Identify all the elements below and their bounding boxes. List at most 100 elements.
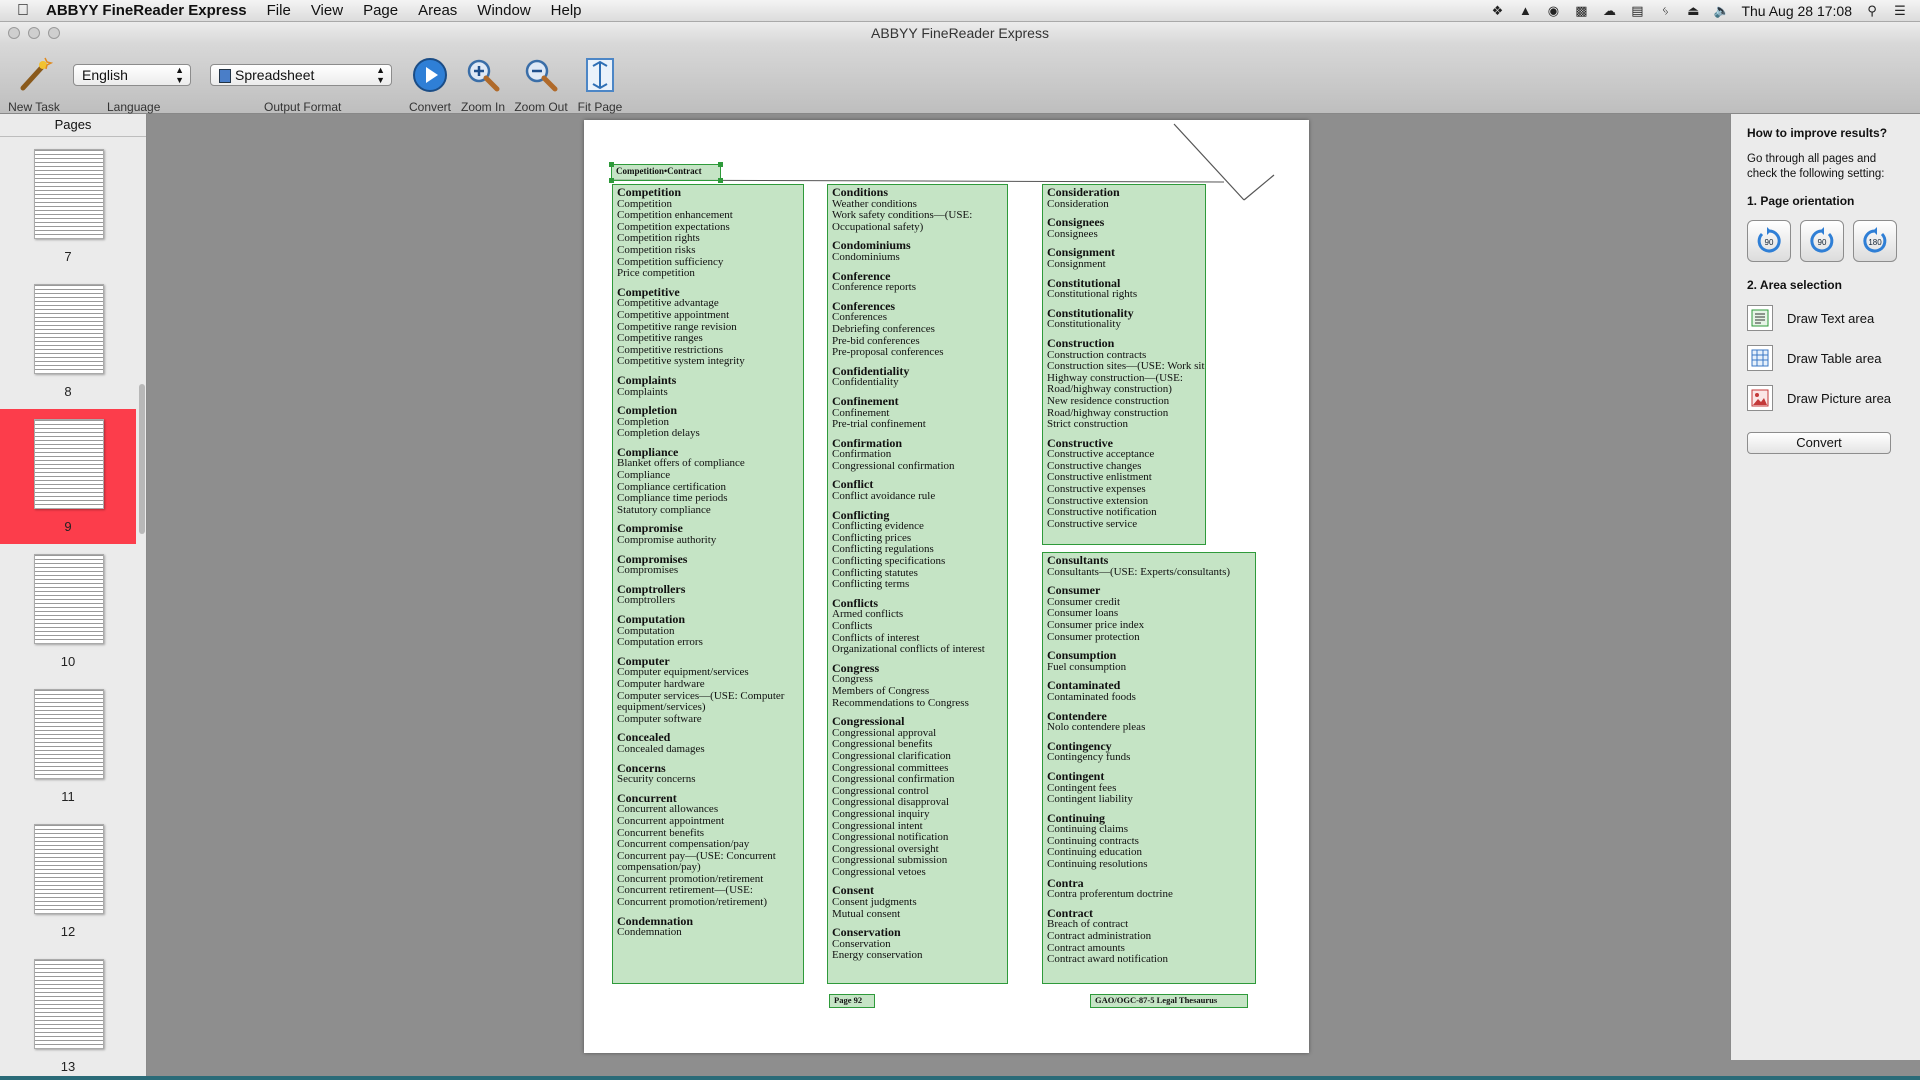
entry-item: Constructive extension bbox=[1047, 494, 1149, 507]
menu-page[interactable]: Page bbox=[363, 2, 399, 19]
entry-heading: Construction bbox=[1047, 335, 1115, 350]
zone-resize-handle[interactable] bbox=[609, 178, 614, 183]
entry-heading: Contract bbox=[1047, 905, 1093, 920]
cloud-icon[interactable]: ☁ bbox=[1602, 3, 1616, 18]
page-number: 9 bbox=[64, 519, 72, 534]
entry-item: Concurrent allowances bbox=[617, 803, 719, 816]
zone-resize-handle[interactable] bbox=[718, 178, 723, 183]
menu-areas[interactable]: Areas bbox=[418, 2, 458, 19]
draw-table-area-button[interactable]: Draw Table area bbox=[1747, 344, 1904, 372]
header-text-zone[interactable]: Competition•Contract bbox=[611, 164, 721, 181]
entry-heading: Competition bbox=[617, 185, 681, 199]
terminal-icon[interactable]: ▩ bbox=[1575, 3, 1588, 18]
new-task-button[interactable]: New Task bbox=[8, 48, 60, 114]
menu-window[interactable]: Window bbox=[477, 2, 531, 19]
eject-icon[interactable]: ⏏ bbox=[1687, 3, 1700, 18]
page-thumbnail[interactable]: 8 bbox=[0, 274, 136, 409]
table-area-icon bbox=[1747, 345, 1773, 371]
page-thumbnail-image bbox=[34, 689, 104, 779]
page-thumbnail[interactable]: 10 bbox=[0, 544, 136, 679]
minimize-window-button[interactable] bbox=[28, 27, 40, 39]
entry-item: Debriefing conferences bbox=[832, 322, 935, 335]
convert-button[interactable]: Convert bbox=[405, 48, 455, 114]
language-select[interactable]: English ▲▼ bbox=[73, 64, 191, 86]
entry-item: Competitive appointment bbox=[617, 308, 730, 321]
entry-heading: Conferences bbox=[832, 298, 896, 313]
spotlight-search-icon[interactable]: ⚲ bbox=[1867, 3, 1877, 18]
drive-status-icon[interactable]: ▤ bbox=[1631, 3, 1644, 18]
zone-resize-handle[interactable] bbox=[718, 162, 723, 167]
close-window-button[interactable] bbox=[8, 27, 20, 39]
clock[interactable]: Thu Aug 28 17:08 bbox=[1741, 3, 1852, 19]
rotate-left-90-button[interactable]: 90 bbox=[1747, 220, 1791, 262]
page-thumbnail[interactable]: 9 bbox=[0, 409, 136, 544]
entry-heading: Compromises bbox=[617, 551, 688, 566]
fit-page-button[interactable]: Fit Page bbox=[575, 48, 625, 114]
page-thumbnail[interactable]: 7 bbox=[0, 139, 136, 274]
entry-item: Competition enhancement bbox=[617, 209, 733, 222]
zoom-window-button[interactable] bbox=[48, 27, 60, 39]
pages-scrollbar[interactable] bbox=[139, 384, 145, 534]
bluetooth-icon[interactable]: ᛃ bbox=[1661, 3, 1670, 18]
rotate-right-90-button[interactable]: 90 bbox=[1800, 220, 1844, 262]
entry-item: Condominiums bbox=[832, 250, 900, 263]
volume-icon[interactable]: 🔈 bbox=[1713, 3, 1730, 18]
entry-heading: Complaints bbox=[617, 372, 677, 387]
dropbox-icon[interactable]: ❖ bbox=[1491, 3, 1504, 18]
rotate-180-button[interactable]: 180 bbox=[1853, 220, 1897, 262]
entry-item: Statutory compliance bbox=[617, 503, 711, 516]
svg-text:180: 180 bbox=[1868, 238, 1882, 247]
output-format-select[interactable]: Spreadsheet ▲▼ bbox=[210, 64, 392, 86]
notification-bell-icon[interactable]: ◉ bbox=[1547, 3, 1560, 18]
entry-item: Congressional oversight bbox=[832, 842, 939, 855]
entry-item: Organizational conflicts of interest bbox=[832, 643, 985, 656]
picture-area-icon bbox=[1747, 385, 1773, 411]
entry-item: Continuing resolutions bbox=[1047, 858, 1148, 871]
entry-heading: Consignment bbox=[1047, 245, 1116, 260]
entry-item: Conflicting specifications bbox=[832, 555, 946, 568]
draw-picture-area-button[interactable]: Draw Picture area bbox=[1747, 384, 1904, 412]
menu-view[interactable]: View bbox=[310, 2, 344, 19]
entry-item: Pre-bid conferences bbox=[832, 334, 920, 347]
notification-list-icon[interactable]: ☰ bbox=[1894, 3, 1906, 18]
entry-item: Computer hardware bbox=[617, 677, 705, 690]
draw-text-area-button[interactable]: Draw Text area bbox=[1747, 304, 1904, 332]
app-menu[interactable]: ABBYY FineReader Express bbox=[46, 2, 247, 19]
zoom-in-button[interactable]: Zoom In bbox=[458, 48, 508, 114]
page-thumbnail[interactable]: 13 bbox=[0, 949, 136, 1076]
apple-menu-icon[interactable]:  bbox=[0, 2, 46, 20]
entry-heading: Conflict bbox=[832, 477, 874, 492]
zone-resize-handle[interactable] bbox=[609, 162, 614, 167]
footer-page-zone[interactable]: Page 92 bbox=[829, 994, 875, 1008]
entry-item: Contract award notification bbox=[1047, 953, 1168, 966]
play-icon bbox=[413, 58, 447, 92]
panel-convert-button[interactable]: Convert bbox=[1747, 432, 1891, 454]
zoom-in-icon bbox=[467, 59, 500, 92]
zoom-out-button[interactable]: Zoom Out bbox=[514, 48, 568, 114]
entry-item: Consideration bbox=[1047, 197, 1109, 210]
window-title-bar: ABBYY FineReader Express bbox=[0, 22, 1920, 44]
page-thumbnail[interactable]: 12 bbox=[0, 814, 136, 949]
page-thumbnail[interactable]: 11 bbox=[0, 679, 136, 814]
drive-icon[interactable]: ▲ bbox=[1519, 3, 1532, 18]
footer-title-zone[interactable]: GAO/OGC-87-5 Legal Thesaurus bbox=[1090, 994, 1248, 1008]
menu-help[interactable]: Help bbox=[550, 2, 582, 19]
menu-file[interactable]: File bbox=[266, 2, 291, 19]
dock-edge bbox=[0, 1076, 1920, 1080]
entry-heading: Confirmation bbox=[832, 435, 902, 450]
entry-heading: Conflicting bbox=[832, 507, 890, 522]
entry-item: Conflicting regulations bbox=[832, 543, 934, 556]
